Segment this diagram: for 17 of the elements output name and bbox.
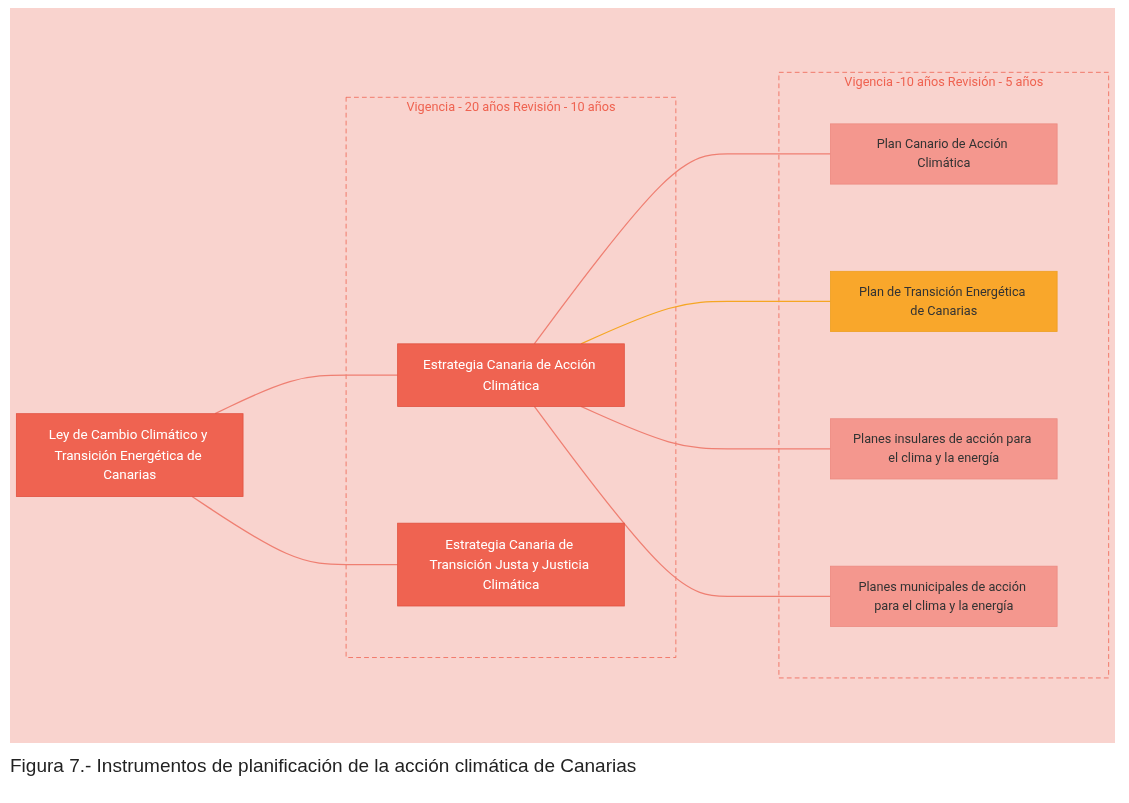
node-box (397, 343, 625, 408)
node-box (830, 418, 1058, 480)
node-box (830, 566, 1058, 628)
node-box (830, 271, 1058, 333)
connector (580, 301, 832, 345)
node-box (15, 413, 244, 498)
connector (533, 406, 832, 598)
connector (214, 374, 399, 415)
node-box (397, 523, 625, 607)
connector (191, 496, 399, 566)
cluster (778, 72, 1110, 679)
node-box (830, 123, 1058, 185)
figure-caption: Figura 7.- Instrumentos de planificación de la acción climática de Canarias (10, 755, 637, 777)
cluster (345, 97, 677, 659)
diagram-background: Vigencia -10 años Revisión - 5 años Vigencia - 20 años Revisión - 10 años Ley de Cambio Climático y Transición Energética de Canarias Estrategia Canaria de Acción Climática Estrategia Canaria de Transición Justa y Justicia Climática Plan Canario de Acción Climática Plan de Transición Energética de Canarias Planes insulares de acción para el clima y la energía Planes municipales de acción para el clima y la energía (10, 8, 1115, 743)
connector (580, 406, 832, 450)
connector (533, 153, 832, 345)
